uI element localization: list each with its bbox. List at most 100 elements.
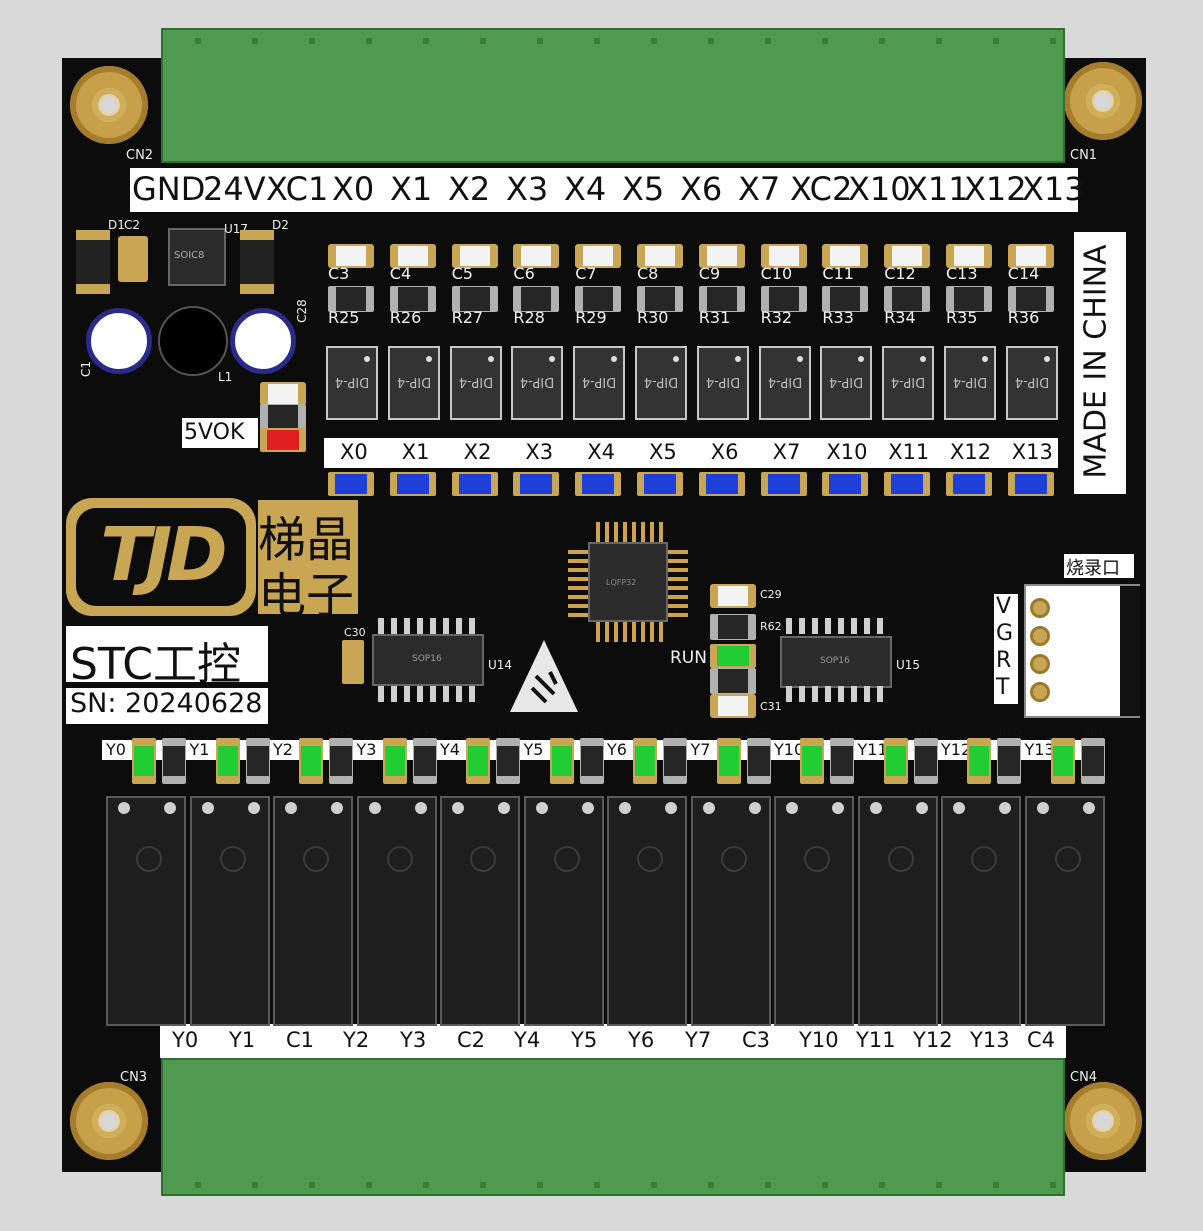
mount-hole-top-right — [1064, 62, 1142, 140]
input-capacitor — [328, 244, 374, 268]
output-resistor-label: R52 — [331, 726, 353, 739]
optocoupler: DIP-4 — [573, 346, 626, 420]
mount-hole-bottom-left — [70, 1082, 148, 1160]
c31-label: C31 — [760, 700, 782, 713]
output-led — [1050, 738, 1075, 784]
top-terminal-label: X1 — [390, 170, 433, 208]
u14-sop-label: SOP16 — [412, 654, 442, 664]
input-resistor — [451, 286, 498, 312]
top-terminal-label: X6 — [680, 170, 723, 208]
optocoupler: DIP-4 — [758, 346, 811, 420]
serial-number: SN: 20240628 — [70, 688, 263, 719]
programming-pin-label: T — [996, 675, 1010, 700]
top-terminal-label: 24V — [203, 170, 266, 208]
input-led — [698, 472, 745, 496]
top-terminal-label: X11 — [906, 170, 969, 208]
power-res — [260, 404, 306, 430]
programming-port-title-box — [1064, 554, 1134, 578]
output-led — [633, 738, 657, 784]
input-resistor — [698, 286, 745, 312]
input-channel-label: X1 — [401, 440, 430, 464]
output-channel-label: Y6 — [607, 740, 627, 759]
power-cap — [260, 382, 306, 406]
brand-cn-line2: 电子 — [258, 568, 355, 624]
c1-label: C1 — [79, 360, 94, 378]
input-channel-label: X4 — [587, 440, 615, 464]
input-resistor-label: R32 — [760, 308, 793, 327]
bottom-terminal-label: Y10 — [799, 1028, 839, 1052]
input-channel-label: X3 — [525, 440, 554, 464]
u15-label: U15 — [896, 658, 921, 672]
input-capacitor-label: C13 — [946, 264, 978, 283]
output-resistor-label: R53 — [414, 726, 437, 739]
input-led — [328, 472, 374, 496]
mount-hole-bottom-right — [1064, 1082, 1142, 1160]
relay — [273, 796, 353, 1026]
bottom-terminal-label: Y1 — [229, 1028, 256, 1052]
product-name: STC工控 — [70, 639, 241, 690]
input-resistor — [513, 286, 560, 312]
programming-port-pin-label-box — [994, 594, 1018, 704]
input-channel-label: X11 — [888, 440, 930, 464]
optocoupler: DIP-4 — [820, 346, 873, 420]
connector-cn4-label: CN4 — [1070, 1070, 1098, 1085]
top-terminal-label: XC2 — [790, 170, 853, 208]
top-terminal-label: X0 — [332, 170, 375, 208]
power-ok-label: 5VOK — [184, 420, 245, 445]
input-capacitor-label: C5 — [451, 264, 473, 283]
capacitor-c31 — [710, 694, 756, 718]
top-terminal-label: X7 — [738, 170, 781, 208]
bottom-terminal-label-strip — [160, 1024, 1066, 1058]
optocoupler: DIP-4 — [944, 346, 996, 420]
output-resistor-label: R61 — [1082, 726, 1105, 739]
diode-d1 — [76, 230, 110, 294]
input-resistor — [884, 286, 931, 312]
capacitor-c29 — [710, 584, 756, 608]
input-resistor-label: R29 — [575, 308, 607, 327]
top-terminal-label: X5 — [622, 170, 665, 208]
c30-label: C30 — [344, 626, 366, 639]
input-led — [575, 472, 622, 496]
output-resistor-label: R59 — [915, 726, 938, 739]
relay — [941, 796, 1021, 1026]
input-resistor — [760, 286, 807, 312]
relay — [607, 796, 687, 1026]
input-channel-label: X12 — [950, 440, 992, 464]
optocoupler: DIP-4 — [882, 346, 935, 420]
input-capacitor-label: C4 — [389, 264, 412, 283]
output-channel-label: Y7 — [690, 740, 711, 759]
optocoupler: DIP-4 — [511, 346, 564, 420]
power-label-box — [182, 418, 258, 448]
input-capacitor — [389, 244, 436, 268]
capacitor-c2 — [118, 236, 148, 282]
input-capacitor-label: C3 — [328, 264, 350, 283]
relay — [189, 796, 270, 1026]
bottom-terminal-label: Y6 — [628, 1028, 655, 1052]
connector-cn3-label: CN3 — [120, 1070, 148, 1085]
tjd-logo-text: TJD — [100, 512, 227, 598]
input-capacitor — [513, 244, 560, 268]
programming-pin-label: V — [996, 594, 1012, 619]
programming-pin — [1030, 654, 1050, 674]
input-resistor — [389, 286, 436, 312]
input-capacitor — [1007, 244, 1054, 268]
resistor-run — [710, 668, 756, 694]
optocoupler: DIP-4 — [635, 346, 687, 420]
output-resistor — [913, 738, 938, 784]
d1-label: D1 — [108, 218, 125, 232]
tjd-logo: TJD — [66, 498, 256, 616]
input-label-strip — [324, 438, 1058, 468]
output-resistor-label: R58 — [832, 726, 854, 739]
input-capacitor-label: C8 — [637, 264, 659, 283]
output-led — [800, 738, 824, 784]
diode-d2 — [240, 230, 274, 294]
input-channel-label: X2 — [463, 440, 492, 464]
bottom-terminal-label: Y0 — [172, 1028, 199, 1052]
input-resistor-label: R33 — [822, 308, 854, 327]
input-resistor-label: R28 — [513, 308, 545, 327]
input-resistor-label: R26 — [389, 308, 422, 327]
output-resistor — [997, 738, 1021, 784]
input-led — [513, 472, 560, 496]
output-channel-label: Y0 — [106, 740, 126, 759]
relay — [1024, 796, 1105, 1026]
